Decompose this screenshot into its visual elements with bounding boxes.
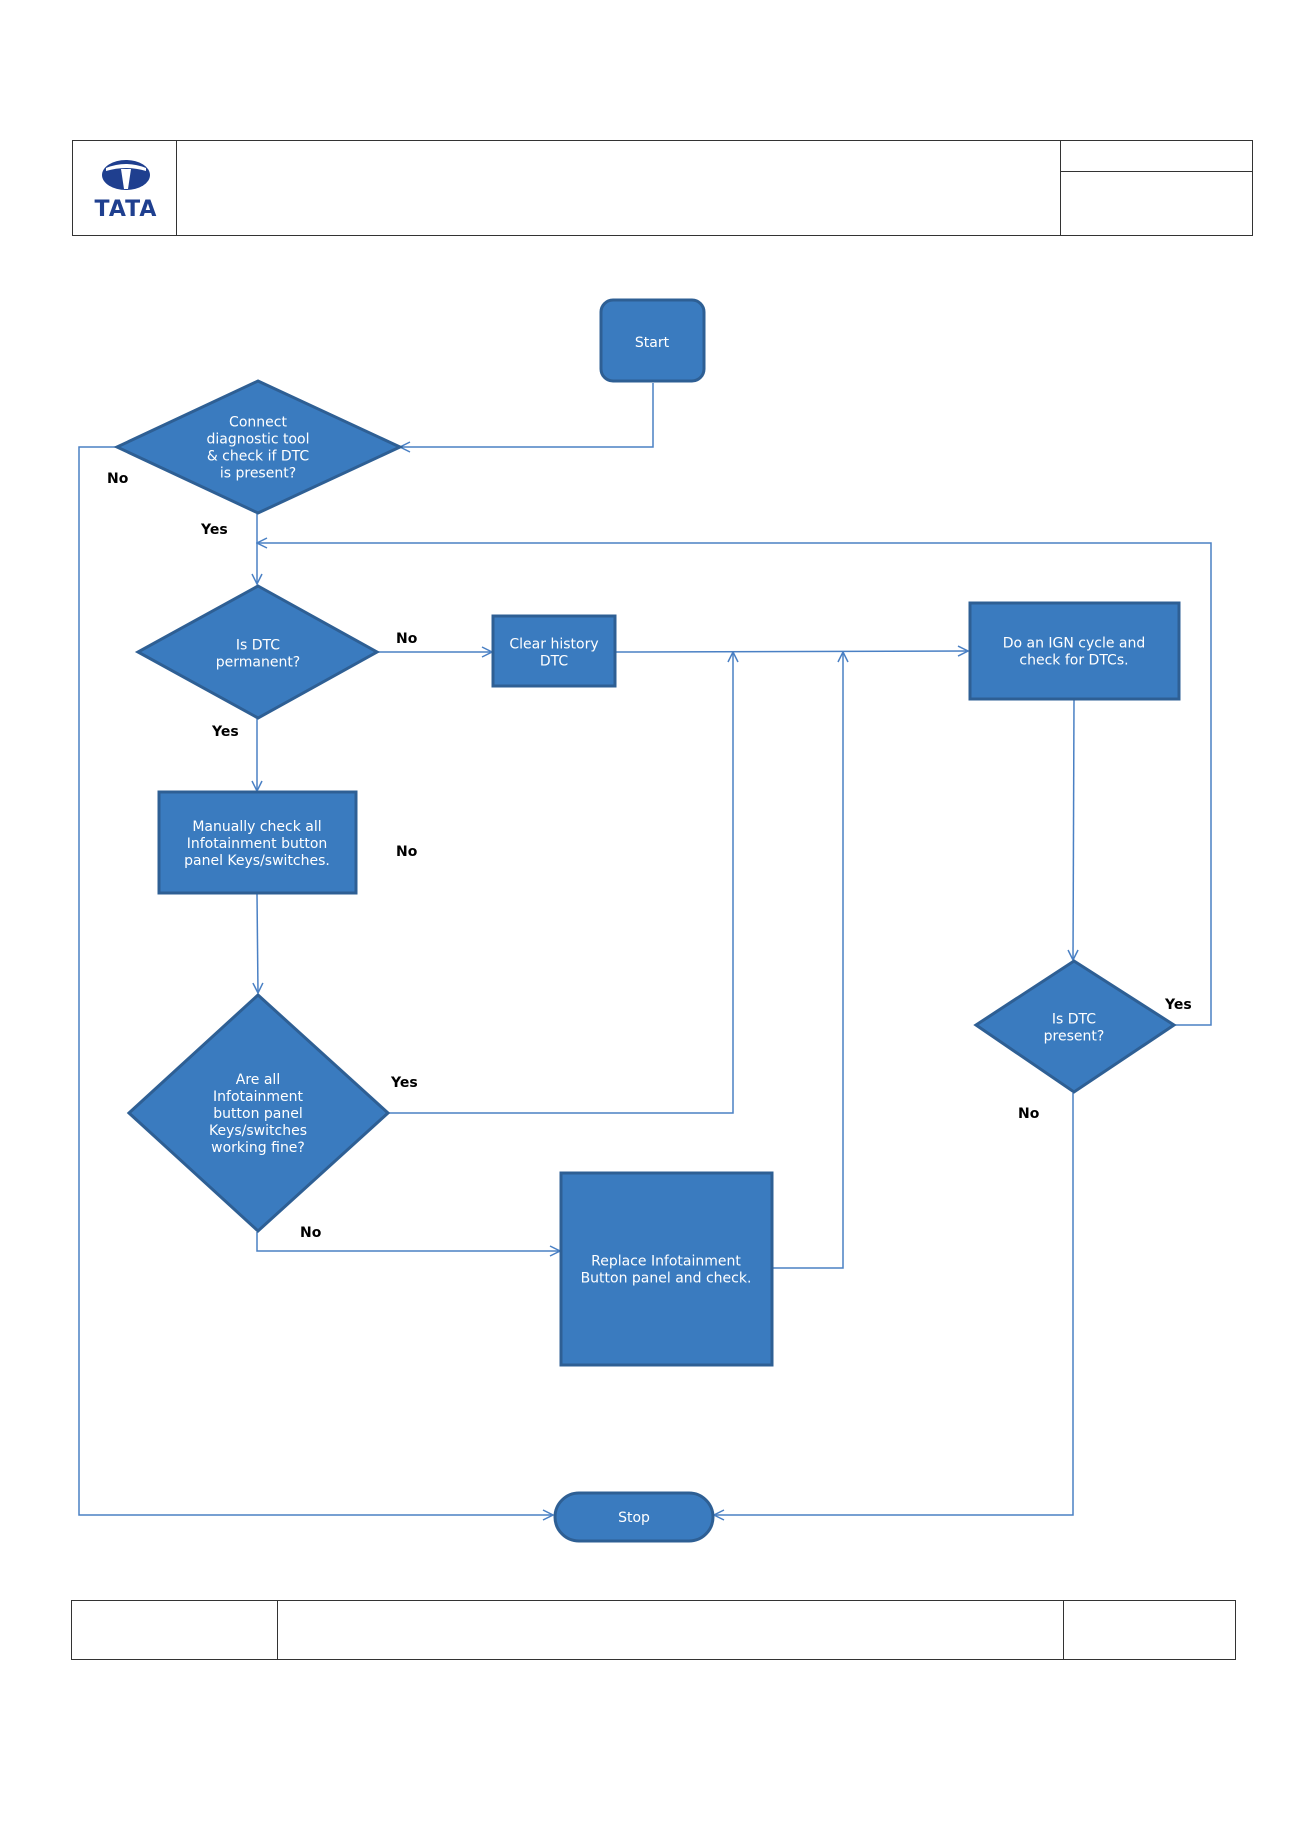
- node-label-line: Stop: [618, 1510, 650, 1526]
- edge-label-permanent-no: No: [396, 631, 418, 647]
- node-label-line: Replace Infotainment: [591, 1254, 741, 1270]
- node-label-line: & check if DTC: [207, 449, 310, 465]
- node-connect: [113, 379, 404, 515]
- node-label-line: Button panel and check.: [581, 1271, 752, 1287]
- node-label-line: Connect: [229, 415, 287, 431]
- logo-text: TATA: [94, 197, 158, 222]
- node-label-line: working fine?: [211, 1140, 305, 1156]
- node-label-line: Is DTC: [1052, 1012, 1096, 1028]
- node-present: [973, 959, 1177, 1094]
- node-label-line: Manually check all: [192, 819, 321, 835]
- header-right-cell: [1060, 140, 1253, 236]
- footer-left-divider: [277, 1600, 278, 1660]
- edge-working-yes-up: [388, 652, 733, 1114]
- header-right-divider: [1060, 171, 1253, 172]
- node-label-line: Do an IGN cycle and: [1003, 636, 1146, 652]
- node-label-line: Are all: [236, 1072, 280, 1088]
- edge-present-yes-loop: [257, 543, 1212, 1026]
- node-label-line: Is DTC: [236, 638, 280, 654]
- edge-replace-up: [773, 652, 843, 1269]
- tata-logo-icon: [102, 160, 150, 190]
- node-label-line: Clear history: [509, 637, 598, 653]
- node-ign: [968, 601, 1181, 701]
- edge-label-working-no: No: [300, 1225, 322, 1241]
- edge-ign-present: [1073, 699, 1074, 960]
- node-label-line: button panel: [213, 1106, 302, 1122]
- edge-manual-working: [257, 893, 258, 993]
- node-clear: [491, 614, 617, 688]
- node-label-line: is present?: [220, 466, 296, 482]
- node-label-stop: Stop: [618, 1510, 650, 1526]
- edge-label-present-yes: Yes: [1164, 997, 1192, 1013]
- edge-label-permanent-yes: Yes: [211, 724, 239, 740]
- edge-label-present-no: No: [1018, 1106, 1040, 1122]
- node-label-line: Infotainment button: [187, 836, 328, 852]
- node-start: [599, 298, 706, 383]
- node-label-line: Start: [635, 335, 670, 351]
- edge-label-working-yes: Yes: [390, 1075, 418, 1091]
- header-frame: [72, 140, 1253, 236]
- node-manual: [157, 790, 358, 895]
- node-label-line: Infotainment: [213, 1089, 303, 1105]
- edge-label-connect-yes: Yes: [200, 522, 228, 538]
- edge-clear-ign: [615, 651, 968, 652]
- node-label-line: permanent?: [216, 655, 301, 671]
- edge-connect-stop-no: [78, 446, 553, 1515]
- node-label-start: Start: [635, 335, 670, 351]
- node-stop: [553, 1491, 715, 1543]
- footer-right-divider: [1063, 1600, 1064, 1660]
- edge-present-stop-no: [714, 1093, 1074, 1515]
- edge-label-manual-no: No: [396, 844, 418, 860]
- edge-label-connect-no: No: [107, 471, 129, 487]
- edge-start-connect: [400, 383, 654, 447]
- node-label-line: check for DTCs.: [1019, 653, 1128, 669]
- node-label-line: DTC: [540, 654, 569, 670]
- node-label-line: Keys/switches: [209, 1123, 307, 1139]
- node-label-line: present?: [1044, 1029, 1105, 1045]
- node-label-line: panel Keys/switches.: [184, 853, 330, 869]
- logo-cell: [72, 140, 177, 236]
- node-working: [126, 992, 391, 1234]
- node-label-line: diagnostic tool: [206, 432, 309, 448]
- node-permanent: [134, 584, 381, 720]
- node-replace: [559, 1171, 774, 1367]
- footer-frame: [71, 1600, 1236, 1660]
- edge-working-replace-no: [256, 1232, 560, 1251]
